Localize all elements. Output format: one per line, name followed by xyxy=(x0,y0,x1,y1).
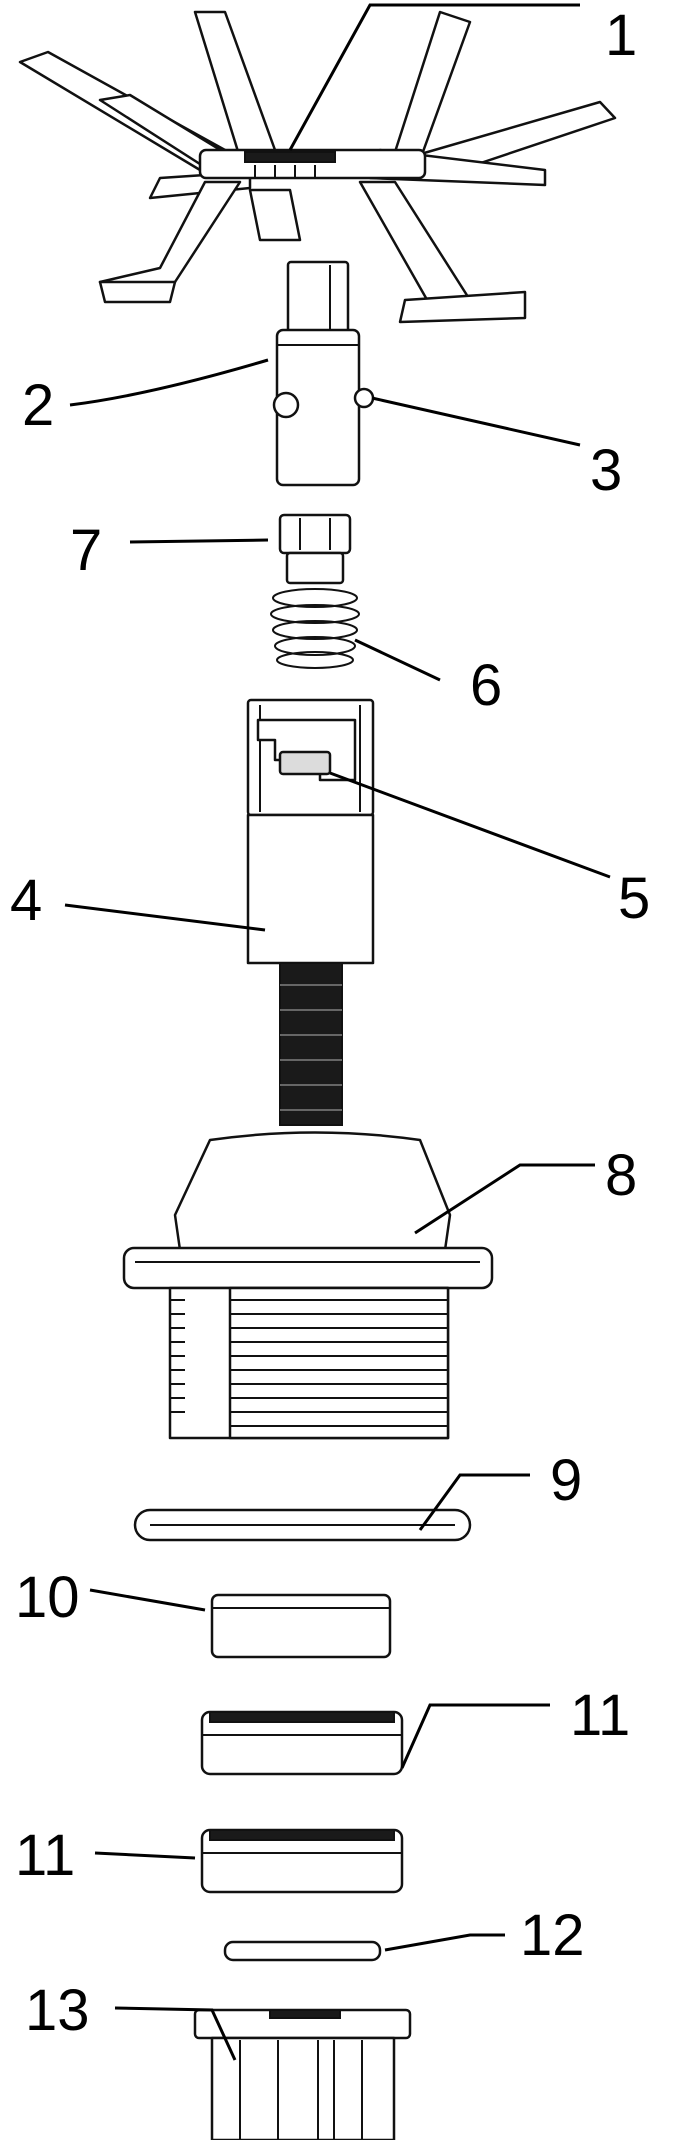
label-12: 12 xyxy=(520,1903,585,1968)
part-6-spring xyxy=(270,588,360,669)
part-8-threaded-housing xyxy=(122,1131,494,1440)
part-5-slot-insert xyxy=(256,718,357,782)
leader-7 xyxy=(129,538,269,544)
part-1-blade-assembly xyxy=(18,10,617,324)
leader-9 xyxy=(418,1473,530,1531)
part-10-bushing xyxy=(210,1593,392,1659)
leader-5 xyxy=(329,771,611,879)
leader-6 xyxy=(354,638,441,682)
part-12-washer xyxy=(223,1940,382,1962)
part-13-coupling xyxy=(193,2008,412,2140)
label-11-upper: 11 xyxy=(570,1683,630,1748)
part-7-small-sleeve xyxy=(278,513,352,585)
label-8: 8 xyxy=(605,1143,637,1208)
part-11-upper-bearing xyxy=(200,1710,404,1776)
label-5: 5 xyxy=(618,866,650,931)
label-3: 3 xyxy=(590,438,622,503)
label-11-lower: 11 xyxy=(15,1823,75,1888)
part-11-lower-bearing xyxy=(200,1828,404,1894)
leader-3 xyxy=(371,396,581,447)
label-6: 6 xyxy=(470,653,502,718)
label-4: 4 xyxy=(10,868,42,933)
label-10: 10 xyxy=(15,1565,80,1630)
part-2-shaft-sleeve xyxy=(272,260,361,487)
leader-1 xyxy=(288,3,580,151)
label-7: 7 xyxy=(70,518,102,583)
label-2: 2 xyxy=(22,373,54,438)
part-labels: 1 2 3 7 6 4 5 8 9 10 11 11 12 13 xyxy=(10,3,650,2043)
leader-8 xyxy=(414,1163,595,1235)
leader-4 xyxy=(64,903,266,932)
leader-10 xyxy=(89,1588,206,1612)
leader-2 xyxy=(69,358,269,407)
leader-11a xyxy=(400,1703,550,1769)
label-13: 13 xyxy=(25,1978,90,2043)
leader-lines xyxy=(64,3,611,2061)
leader-13 xyxy=(114,2006,237,2061)
part-3-pin xyxy=(353,387,375,409)
part-9-gasket xyxy=(133,1508,472,1542)
label-9: 9 xyxy=(550,1448,582,1513)
label-1: 1 xyxy=(605,3,637,68)
leader-12 xyxy=(384,1933,505,1952)
leader-11b xyxy=(94,1851,196,1860)
